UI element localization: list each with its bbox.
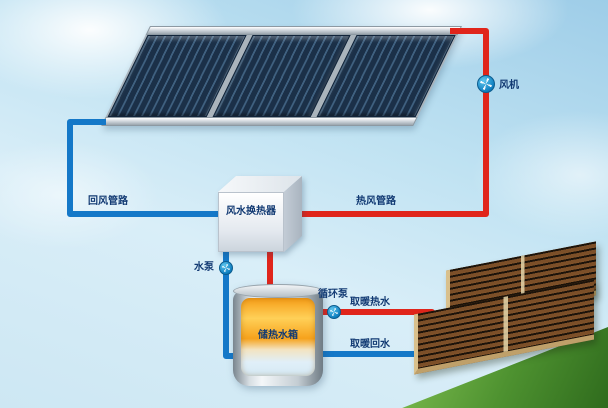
heat-exchanger-top-face xyxy=(218,176,302,192)
storage-tank-lid xyxy=(233,284,323,298)
fan-icon xyxy=(477,75,495,93)
storage-tank: 储热水箱 xyxy=(233,284,323,386)
heating-supply-label: 取暖热水 xyxy=(350,297,390,308)
water-pump-label: 水泵 xyxy=(194,262,214,273)
fan-label: 风机 xyxy=(499,80,519,91)
heat-exchanger-label: 风水换热器 xyxy=(226,206,276,217)
storage-tank-fluid xyxy=(241,298,315,376)
water-pump-icon xyxy=(219,261,233,275)
heat-exchanger-front-face: 风水换热器 xyxy=(218,192,284,252)
hot-air-pipe xyxy=(286,28,489,217)
heat-exchanger-side-face xyxy=(284,176,302,252)
hot-air-pipe-label: 热风管路 xyxy=(356,196,396,207)
heating-return-label: 取暖回水 xyxy=(350,339,390,350)
circulation-pump-icon xyxy=(327,305,341,319)
return-air-pipe xyxy=(67,119,224,217)
circulation-pump-label: 循环泵 xyxy=(318,289,348,300)
heat-exchanger: 风水换热器 xyxy=(218,176,302,252)
return-air-pipe-label: 回风管路 xyxy=(88,196,128,207)
storage-tank-label: 储热水箱 xyxy=(258,330,298,341)
